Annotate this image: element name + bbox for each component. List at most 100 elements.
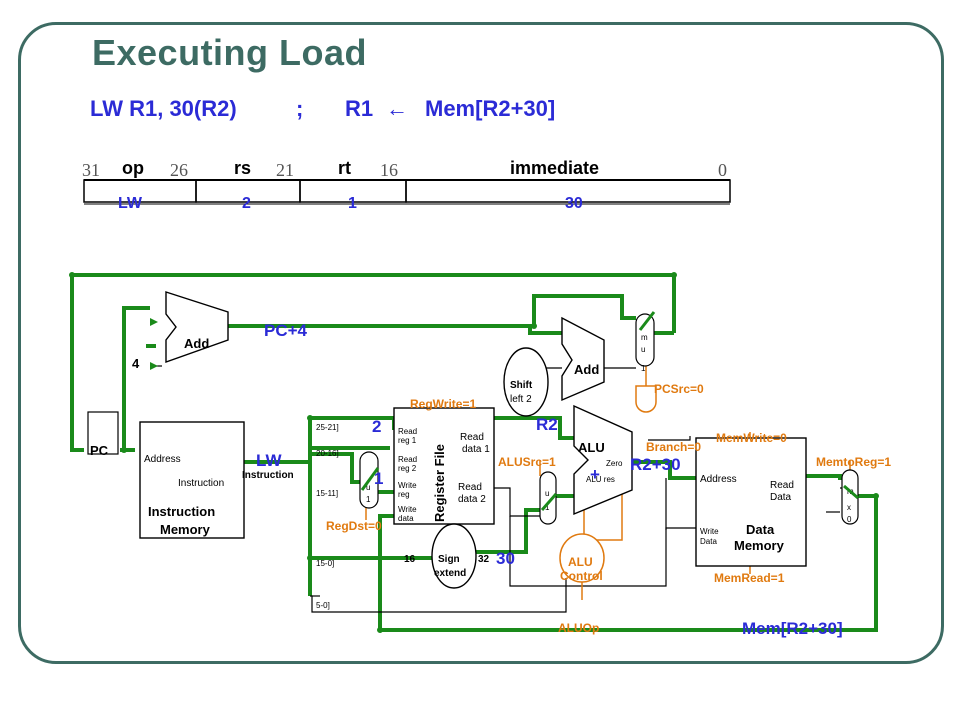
sign-extend	[431, 523, 477, 589]
dmem-name-2: Memory	[734, 538, 785, 553]
pc-adder-label: Add	[184, 336, 209, 351]
register-file	[393, 407, 495, 525]
pcsrc-mux-m: m	[641, 333, 648, 342]
sign-extend-b: extend	[434, 568, 466, 579]
inactive-wires	[150, 365, 842, 613]
alu-zero-label: Zero	[606, 459, 623, 468]
bit-31: 31	[82, 160, 100, 180]
field-op-value: LW	[118, 195, 143, 212]
annotation-r2-30: R2+30	[630, 455, 681, 474]
branch-adder	[561, 316, 605, 402]
alusrc-mux-1: 1	[545, 503, 550, 512]
rf-write-reg-b: reg	[398, 490, 410, 499]
bits-25-21: 25-21]	[316, 423, 339, 432]
control-memtoreg: MemtoReg=1	[816, 455, 891, 469]
rf-read-data2-b: data 2	[458, 494, 486, 505]
pcsrc-mux-u: u	[641, 345, 645, 354]
instruction-asm: LW R1, 30(R2)	[90, 96, 237, 121]
bits-5-0: 5-0]	[316, 601, 330, 610]
field-rt-name: rt	[338, 158, 351, 178]
rf-read-reg2-a: Read	[398, 455, 417, 464]
control-regwrite: RegWrite=1	[410, 397, 476, 411]
annotation-pc4: PC+4	[264, 321, 308, 340]
alu	[573, 404, 633, 516]
rf-read-data2-a: Read	[458, 482, 482, 493]
bit-26: 26	[170, 160, 188, 180]
sign-extend-a: Sign	[438, 554, 460, 565]
alu-control	[559, 533, 605, 583]
annotation-plus: +	[590, 465, 600, 484]
shift-label-b: left 2	[510, 394, 532, 405]
slide-title: Executing Load	[92, 32, 368, 73]
shift-label-a: Shift	[510, 380, 533, 391]
imem-name-1: Instruction	[148, 504, 215, 519]
alu-result-label: ALU res	[586, 475, 615, 484]
regdst-mux-u: u	[366, 483, 370, 492]
pc-register	[87, 411, 119, 455]
rf-read-reg1-a: Read	[398, 427, 417, 436]
rtl-destination: R1	[345, 96, 374, 121]
dmem-name-1: Data	[746, 522, 775, 537]
field-op-name: op	[122, 158, 144, 178]
control-regdst: RegDst=0	[326, 519, 382, 533]
alu-label: ALU	[578, 440, 605, 455]
sign-extend-out: 32	[478, 554, 490, 565]
alu-control-a: ALU	[568, 555, 593, 569]
field-rs-name: rs	[234, 158, 251, 178]
rf-read-data1-b: data 1	[462, 444, 490, 455]
branch-adder-label: Add	[574, 362, 599, 377]
imem-instruction-label: Instruction	[178, 478, 224, 489]
pc-adder	[165, 291, 229, 363]
control-aluop: ALUOp	[558, 621, 599, 635]
field-rt-value: 1	[348, 195, 357, 212]
pcsrc-mux-1: 1	[641, 364, 646, 373]
junction-dots	[69, 272, 879, 633]
bits-15-11: 15-11]	[316, 489, 338, 498]
rf-read-reg1-b: reg 1	[398, 436, 417, 445]
field-imm-box	[405, 179, 731, 203]
dmem-address-label: Address	[700, 474, 737, 485]
instruction-format: 31 op 26 rs 21 rt 16 immediate 0 LW 2 1 …	[82, 158, 731, 212]
rtl-arrow: ←	[386, 96, 408, 121]
imem-name-2: Memory	[160, 522, 211, 537]
alusrc-mux	[539, 471, 557, 525]
rtl-source: Mem[R2+30]	[425, 96, 556, 121]
bit-0: 0	[718, 160, 727, 180]
annotation-rs-2: 2	[372, 417, 381, 436]
rf-name: Register File	[432, 444, 447, 522]
bit-21: 21	[276, 160, 294, 180]
instruction-separator: ;	[296, 96, 304, 121]
control-memread: MemRead=1	[714, 571, 785, 585]
memtoreg-mux-x: x	[847, 503, 851, 512]
control-alusrc: ALUSrc=1	[498, 455, 556, 469]
annotation-30: 30	[496, 549, 515, 568]
memtoreg-mux-0: 0	[847, 515, 852, 524]
branch-and-gate	[635, 385, 657, 413]
dmem-read-data-a: Read	[770, 480, 794, 491]
alusrc-mux-u: u	[545, 489, 549, 498]
annotation-r2: R2	[536, 415, 558, 434]
control-memwrite: MemWrite=0	[716, 431, 787, 445]
field-imm-value: 30	[565, 195, 583, 212]
control-pcsrc: PCSrc=0	[654, 382, 704, 396]
field-imm-name: immediate	[510, 158, 599, 178]
slide-frame	[18, 22, 944, 664]
pc-label: PC	[90, 443, 109, 458]
dmem-read-data-b: Data	[770, 492, 792, 503]
annotation-rt-1: 1	[374, 469, 383, 488]
instruction-bus-label: Instruction	[242, 470, 294, 481]
field-rs-value: 2	[242, 195, 251, 212]
rf-read-reg2-b: reg 2	[398, 464, 417, 473]
rf-write-data-a: Write	[398, 505, 417, 514]
alu-control-b: Control	[560, 569, 603, 583]
rf-write-reg-a: Write	[398, 481, 417, 490]
dmem-write-data-b: Data	[700, 537, 717, 546]
shift-left-2	[503, 347, 549, 417]
instruction-memory	[139, 421, 245, 539]
annotation-lw: LW	[256, 451, 282, 470]
bits-20-16: 20-16]	[316, 449, 339, 458]
pc-increment-constant: 4	[132, 356, 140, 371]
rf-read-data1-a: Read	[460, 432, 484, 443]
sign-extend-in: 16	[404, 554, 416, 565]
